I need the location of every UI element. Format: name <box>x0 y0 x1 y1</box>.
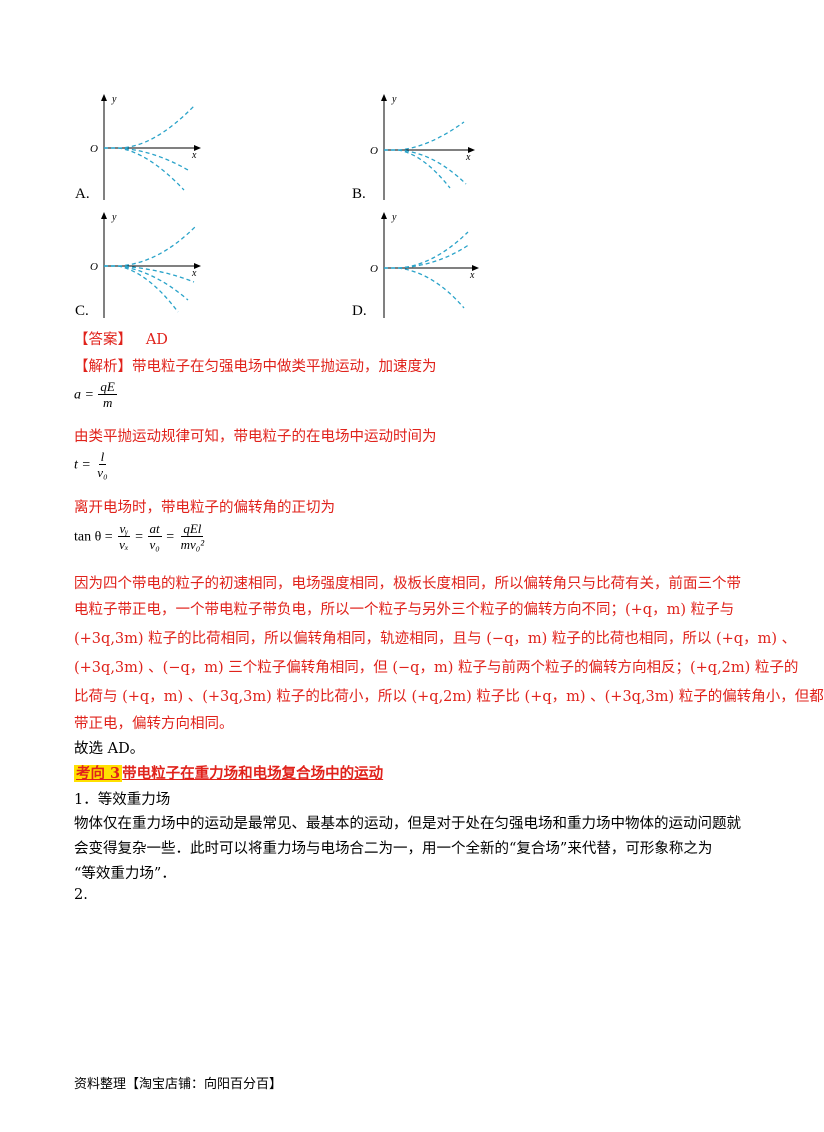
analysis-paragraph-6: 带正电，偏转方向相同。 <box>74 716 234 732</box>
svg-text:O: O <box>370 145 378 157</box>
svg-text:x: x <box>191 268 197 279</box>
section-tag: 考向 3 <box>74 765 123 782</box>
svg-text:O: O <box>370 263 378 275</box>
analysis-paragraph-3: (+3q,3m) 粒子的比荷相同，所以偏转角相同，轨迹相同，且与 (−q，m) … <box>74 631 797 647</box>
eq3-f1-den: vₓ <box>119 537 129 552</box>
eq2-den: v₀ <box>97 465 108 480</box>
svg-text:y: y <box>111 212 117 223</box>
svg-text:x: x <box>191 150 197 161</box>
option-a-label: A. <box>75 186 90 202</box>
eq3-f2-den: v₀ <box>149 537 160 552</box>
option-c-label: C. <box>75 303 89 319</box>
eq3-lhs: tan θ = <box>74 529 113 545</box>
section-title: 带电粒子在重力场和电场复合场中的运动 <box>122 765 384 782</box>
analysis-text-1: 带电粒子在匀强电场中做类平抛运动，加速度为 <box>132 359 437 375</box>
svg-text:x: x <box>465 152 471 163</box>
analysis-line-3: 离开电场时，带电粒子的偏转角的正切为 <box>74 500 335 516</box>
section-item-1: 1．等效重力场 <box>74 792 171 808</box>
svg-text:y: y <box>391 212 397 223</box>
eq1-lhs: a = <box>74 387 94 403</box>
eq1-den: m <box>102 395 113 410</box>
analysis-conclusion: 故选 AD。 <box>74 741 145 757</box>
plot-option-c: y x O <box>90 212 201 318</box>
section-body-3: “等效重力场”． <box>74 866 176 882</box>
section-body-1: 物体仅在重力场中的运动是最常见、最基本的运动，但是对于处在匀强电场和重力场中物体… <box>74 816 741 832</box>
eq2-lhs: t = <box>74 457 91 473</box>
eq3-f2-num: at <box>147 521 162 537</box>
section-body-2: 会变得复杂一些．此时可以将重力场与电场合二为一，用一个全新的“复合场”来代替，可… <box>74 841 713 857</box>
answer-value: AD <box>145 332 168 348</box>
eq3-f1-num: vᵧ <box>117 521 131 537</box>
eq3-f3-den: mv₀² <box>180 537 205 552</box>
analysis-paragraph-2: 电粒子带正电，一个带电粒子带负电，所以一个粒子与另外三个粒子的偏转方向不同；(+… <box>74 602 735 618</box>
eq2-num: l <box>98 449 107 465</box>
plot-option-d: y x O <box>370 212 479 318</box>
svg-text:x: x <box>469 270 475 281</box>
answer-tag: 【答案】 <box>74 332 132 348</box>
analysis-paragraph-4: (+3q,3m) 、(−q，m) 三个粒子偏转角相同，但 (−q，m) 粒子与前… <box>74 660 799 676</box>
analysis-tag: 【解析】 <box>74 359 132 375</box>
plot-option-a: y x O <box>90 94 201 200</box>
svg-text:O: O <box>90 261 98 273</box>
svg-text:y: y <box>391 94 397 105</box>
analysis-line-2: 由类平抛运动规律可知，带电粒子的在电场中运动时间为 <box>74 429 437 445</box>
section-item-2: 2. <box>74 887 88 903</box>
answer-line: 【答案】 AD <box>74 328 168 349</box>
svg-text:O: O <box>90 143 98 155</box>
footer-note: 资料整理【淘宝店铺：向阳百分百】 <box>74 1077 283 1092</box>
analysis-line-1: 【解析】带电粒子在匀强电场中做类平抛运动，加速度为 <box>74 355 437 376</box>
eq1-num: qE <box>98 379 117 395</box>
option-d-label: D. <box>352 303 367 319</box>
plot-option-b: y x O <box>370 94 475 200</box>
option-b-label: B. <box>352 186 366 202</box>
analysis-paragraph-5: 比荷与 (+q，m) 、(+3q,3m) 粒子的比荷小，所以 (+q,2m) 粒… <box>74 689 824 705</box>
analysis-paragraph-1: 因为四个带电的粒子的初速相同，电场强度相同，极板长度相同，所以偏转角只与比荷有关… <box>74 576 741 592</box>
svg-text:y: y <box>111 94 117 105</box>
eq3-f3-num: qEl <box>181 521 204 537</box>
